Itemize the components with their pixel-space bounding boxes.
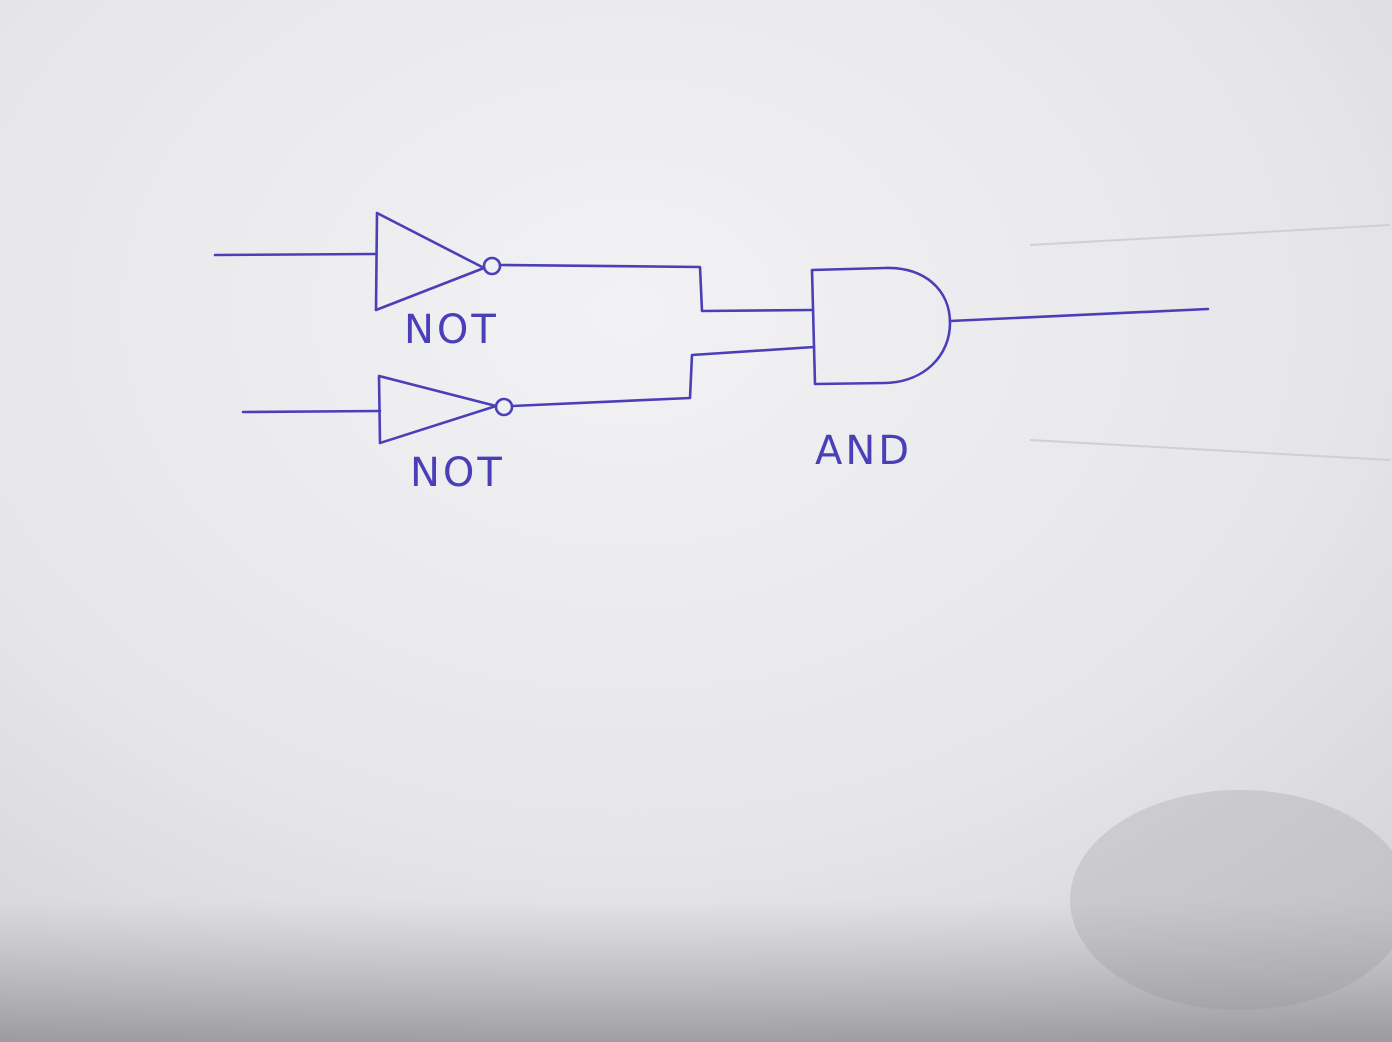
output-wire	[948, 307, 1210, 323]
and-gate-body	[810, 266, 952, 386]
wire-not2-to-and	[510, 345, 816, 408]
hand-shadow	[1070, 790, 1392, 1010]
not-gate-2-triangle	[377, 374, 498, 445]
paper-shadow	[0, 900, 1392, 1042]
not-gate-2: NOT	[241, 345, 816, 496]
not-gate-1: NOT	[213, 211, 814, 353]
wire-not1-to-and	[498, 263, 814, 313]
paper-crease	[1029, 224, 1391, 246]
input-wire-2	[241, 409, 382, 414]
not-gate-2-label: NOT	[410, 450, 505, 496]
and-gate: AND	[810, 266, 1210, 474]
and-gate-label: AND	[815, 428, 912, 474]
not-gate-1-triangle	[374, 211, 486, 312]
paper-crease	[1029, 439, 1391, 461]
not-gate-1-label: NOT	[404, 307, 499, 353]
input-wire-1	[213, 252, 377, 257]
